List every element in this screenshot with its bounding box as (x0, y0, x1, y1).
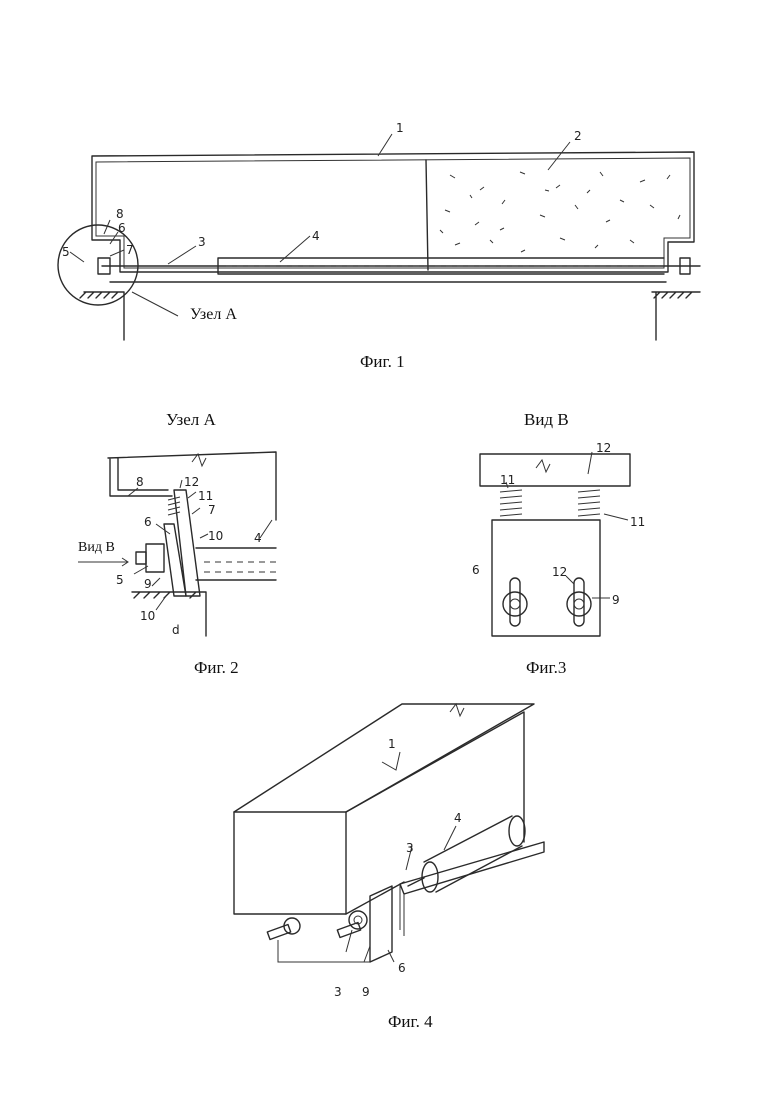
fig2-title: Узел А (166, 410, 216, 430)
fig3-break-mark (536, 460, 550, 472)
fig3-caption: Фиг.3 (526, 658, 566, 678)
fig3-title: Вид В (524, 410, 569, 430)
fig1-divider (426, 160, 428, 270)
fig2-plate (164, 524, 186, 596)
fig1-label-4: 4 (312, 229, 320, 243)
fig1-tray-inner (96, 158, 690, 268)
fig1-label-1: 1 (396, 121, 404, 135)
fig3-label-12: 12 (596, 441, 611, 455)
fig4-base-line (278, 940, 370, 962)
fig3-label-9: 9 (612, 593, 620, 607)
fig3-label-12b: 12 (552, 565, 567, 579)
fig2-label-4: 4 (254, 531, 262, 545)
fig1-label-8: 8 (116, 207, 124, 221)
fig3-spring-right (578, 490, 600, 516)
fig2-nut (146, 544, 164, 572)
fig2-view-label: Вид В (78, 540, 115, 556)
fig3-spring-left (500, 490, 522, 516)
fig4-caption: Фиг. 4 (388, 1012, 433, 1032)
fig2-label-6: 6 (144, 515, 152, 529)
fig4-break-mark (450, 704, 464, 716)
fig3-slot-right (574, 578, 584, 626)
fig3-nut-right (567, 592, 591, 616)
fig4-leaders (346, 752, 456, 962)
fig2-label-5: 5 (116, 573, 124, 587)
fig4-bolt-left (267, 918, 300, 940)
fig4-label-9: 9 (362, 985, 370, 999)
fig1-right-support (652, 292, 700, 340)
fig3-label-6: 6 (472, 563, 480, 577)
fig4-label-1: 1 (388, 737, 396, 751)
fig2-label-12: 12 (184, 475, 199, 489)
fig2-tube (196, 548, 276, 580)
fig2-label-7: 7 (208, 503, 216, 517)
fig4-label-4: 4 (454, 811, 462, 825)
figure-3: 12 11 11 6 12 9 (472, 441, 645, 636)
fig2-break-mark (192, 454, 206, 466)
fig3-nut-left (503, 592, 527, 616)
fig4-bolt-right (337, 911, 367, 938)
fig3-nut-right-core (574, 599, 584, 609)
fig4-rail (400, 842, 544, 894)
fig2-spring (168, 497, 180, 515)
fig2-label-9: 9 (144, 577, 152, 591)
fig4-label-3b: 3 (334, 985, 342, 999)
fig3-slot-left (510, 578, 520, 626)
fig1-granular-fill (440, 172, 680, 252)
fig3-label-11-left: 11 (500, 473, 515, 487)
fig2-label-11: 11 (198, 489, 213, 503)
fig2-label-10b: 10 (140, 609, 155, 623)
fig1-label-2: 2 (574, 129, 582, 143)
fig1-node-a-label: Узел А (190, 306, 237, 324)
fig1-label-5: 5 (62, 245, 70, 259)
fig2-bolt-end (136, 552, 146, 564)
fig2-view-arrow (78, 558, 128, 566)
figure-1: 1 2 3 4 5 6 7 8 (58, 121, 700, 340)
fig2-caption: Фиг. 2 (194, 658, 239, 678)
fig1-caption: Фиг. 1 (360, 352, 405, 372)
fig4-box-top (234, 704, 534, 812)
fig2-label-10: 10 (208, 529, 223, 543)
fig2-label-8: 8 (136, 475, 144, 489)
fig4-box-side (346, 712, 524, 914)
fig4-tube-end (509, 816, 525, 846)
fig4-tube (424, 816, 522, 892)
fig3-nut-left-core (510, 599, 520, 609)
fig1-tray-outline (92, 152, 694, 272)
fig1-label-7: 7 (126, 243, 134, 257)
fig1-label-3: 3 (198, 235, 206, 249)
fig1-label-6: 6 (118, 221, 126, 235)
figure-4: 1 4 3 3 9 6 (234, 704, 544, 999)
fig4-label-6: 6 (398, 961, 406, 975)
fig3-label-11-right: 11 (630, 515, 645, 529)
fig4-label-3: 3 (406, 841, 414, 855)
fig4-box-front (234, 812, 346, 914)
fig2-label-d: d (172, 623, 180, 637)
